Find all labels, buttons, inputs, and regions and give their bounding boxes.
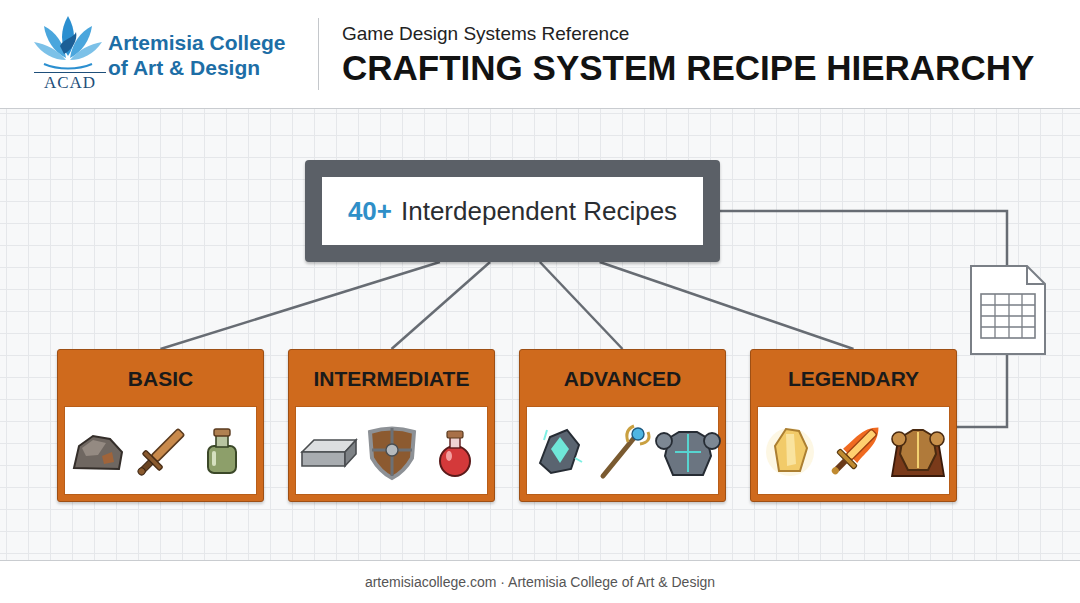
armor-trim bbox=[675, 434, 701, 472]
armor-shoulder bbox=[930, 432, 944, 446]
rock-highlight bbox=[82, 440, 106, 456]
potion-flask bbox=[440, 446, 470, 476]
tier-heading: LEGENDARY bbox=[751, 350, 956, 406]
potion-neck bbox=[450, 437, 460, 448]
summary-panel: 40+ Interdependent Recipes bbox=[322, 177, 703, 245]
summary-text: Interdependent Recipes bbox=[401, 195, 677, 227]
footer-rule bbox=[0, 560, 1080, 561]
logo-wordmark: ACAD bbox=[34, 72, 106, 93]
crystal-glow bbox=[551, 437, 569, 463]
tier-box: ADVANCED bbox=[519, 349, 726, 502]
armor-pauldron bbox=[656, 433, 672, 449]
header-separator bbox=[318, 18, 319, 90]
tier-heading: ADVANCED bbox=[520, 350, 725, 406]
shield-band bbox=[372, 428, 412, 476]
document-fold bbox=[1027, 266, 1045, 284]
armor-shoulder bbox=[892, 432, 906, 446]
rock-ore bbox=[102, 452, 114, 464]
recipe-count: 40+ bbox=[348, 195, 392, 227]
bottle-shine bbox=[212, 451, 216, 466]
armor-gold-trim bbox=[917, 432, 919, 468]
legendary-armor-icon bbox=[892, 430, 944, 476]
college-name: Artemisia College of Art & Design bbox=[108, 30, 298, 80]
logo-petal bbox=[70, 42, 102, 60]
table-grid bbox=[981, 294, 1035, 338]
tier-box: BASIC bbox=[57, 349, 264, 502]
bottle-neck bbox=[216, 435, 228, 447]
potion-shine bbox=[446, 451, 452, 461]
connector-line bbox=[600, 262, 854, 349]
document-outline bbox=[971, 266, 1045, 354]
bottle-cork bbox=[214, 429, 230, 436]
diagram-title: CRAFTING SYSTEM RECIPE HIERARCHY bbox=[342, 47, 1034, 89]
potion-cork bbox=[447, 431, 463, 438]
gold-glow bbox=[766, 428, 814, 476]
connector-line bbox=[720, 211, 1007, 427]
golden-crystal-icon bbox=[766, 428, 814, 476]
header-rule bbox=[0, 108, 1080, 109]
logo-icon bbox=[30, 10, 106, 76]
spreadsheet-icon bbox=[971, 266, 1045, 354]
logo-base bbox=[44, 64, 92, 69]
armor-pauldron bbox=[704, 433, 720, 449]
tier-heading: INTERMEDIATE bbox=[289, 350, 494, 406]
table-lines bbox=[981, 294, 1035, 338]
ingot-front bbox=[302, 452, 345, 466]
shield-boss bbox=[386, 444, 398, 456]
connector-line bbox=[392, 262, 491, 349]
staff-orb bbox=[632, 428, 644, 440]
header-subtitle: Game Design Systems Reference bbox=[342, 22, 629, 46]
connector-line bbox=[540, 262, 623, 349]
summary-box: 40+ Interdependent Recipes bbox=[305, 160, 720, 262]
bottle-body bbox=[208, 446, 236, 473]
connector-line bbox=[161, 262, 440, 349]
tier-heading: BASIC bbox=[58, 350, 263, 406]
footer-text: artemisiacollege.com · Artemisia College… bbox=[0, 572, 1080, 592]
iron-ingot-icon bbox=[302, 440, 356, 466]
logo-bird bbox=[60, 32, 76, 54]
tier-box: LEGENDARY bbox=[750, 349, 957, 502]
